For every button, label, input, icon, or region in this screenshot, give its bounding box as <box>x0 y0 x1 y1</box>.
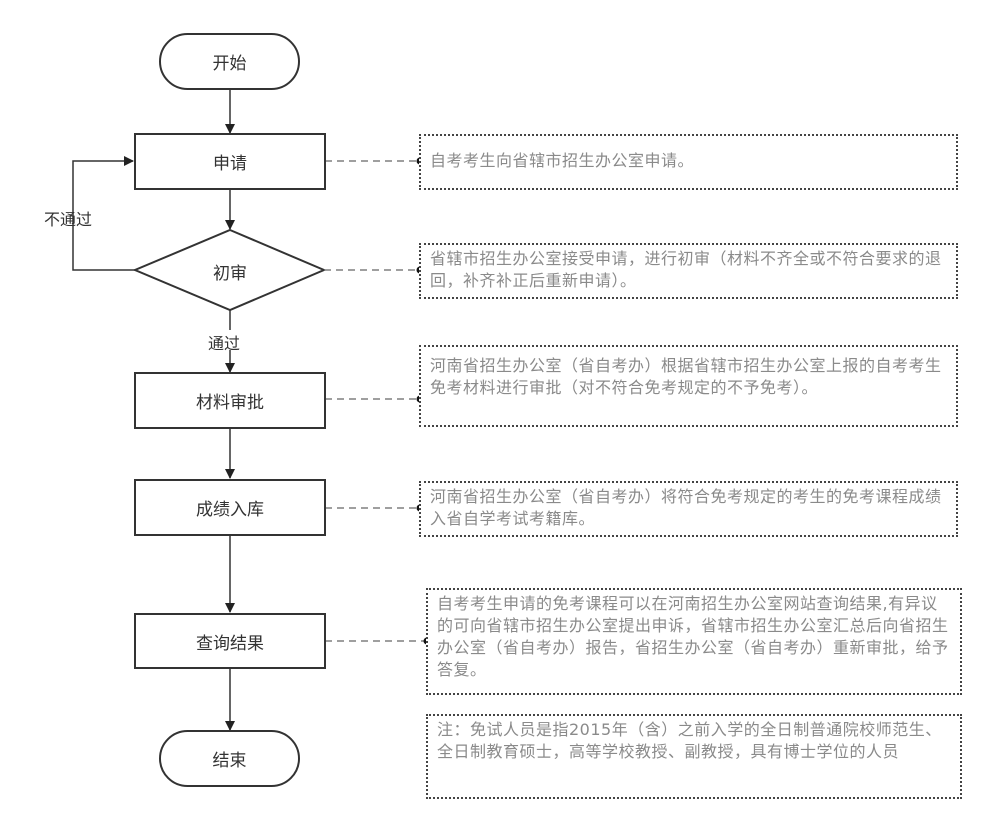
start-terminal: 开始 <box>159 33 300 90</box>
apply-label: 申请 <box>213 154 247 174</box>
material-approval-label: 材料审批 <box>196 393 264 413</box>
end-label: 结束 <box>212 751 247 771</box>
arrow-fail-loop <box>72 156 135 271</box>
end-terminal: 结束 <box>159 730 300 787</box>
apply-step: 申请 <box>134 133 326 190</box>
query-result-label: 查询结果 <box>196 633 264 654</box>
pass-edge-label: 通过 <box>208 334 241 353</box>
score-storage-step: 成绩入库 <box>134 479 326 536</box>
fail-edge-label: 不通过 <box>44 210 93 229</box>
material-approval-step: 材料审批 <box>134 372 326 429</box>
note-apply: 自考考生向省辖市招生办公室申请。 <box>419 134 958 190</box>
note-query-result: 自考考生申请的免考课程可以在河南招生办公室网站查询结果,有异议的可向省辖市招生办… <box>426 588 962 695</box>
note-initial-review: 省辖市招生办公室接受申请，进行初审（材料不齐全或不符合要求的退回，补齐补正后重新… <box>419 243 958 299</box>
score-storage-label: 成绩入库 <box>196 500 264 520</box>
note-material-approval: 河南省招生办公室（省自考办）根据省辖市招生办公室上报的自考考生免考材料进行审批（… <box>419 345 958 427</box>
note-score-storage: 河南省招生办公室（省自考办）将符合免考规定的考生的免考课程成绩入省自学考试考籍库… <box>419 481 958 537</box>
note-footnote: 注：免试人员是指2015年（含）之前入学的全日制普通院校师范生、全日制教育硕士，… <box>426 714 962 799</box>
query-result-step: 查询结果 <box>134 613 326 669</box>
initial-review-label: 初审 <box>213 264 247 284</box>
start-label: 开始 <box>212 54 247 74</box>
